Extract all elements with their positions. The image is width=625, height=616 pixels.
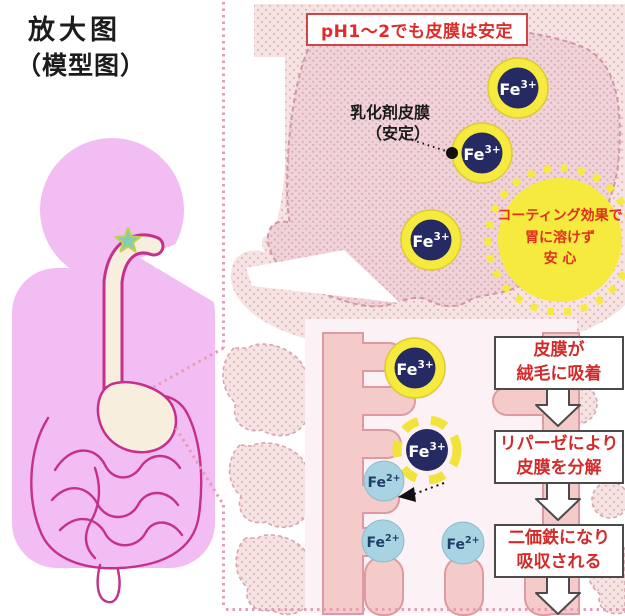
ferric-label: Fe3+ <box>396 359 433 379</box>
flow-step-adhesion: 皮膜が 絨毛に吸着 <box>494 336 624 390</box>
coating-badge <box>484 164 625 316</box>
conversion-arrow <box>398 482 445 502</box>
ferric-label: Fe3+ <box>408 441 445 461</box>
swallow-star-icon <box>114 227 142 253</box>
stomach-outflow-wedge <box>246 250 400 303</box>
ferric-ion-stomach-1: Fe3+ <box>487 57 549 119</box>
page-title: 放大图 <box>28 15 121 46</box>
ferrous-ion-1: Fe2+ <box>363 460 405 502</box>
mouth-gap <box>140 228 217 304</box>
page-subtitle: （模型图） <box>16 51 147 80</box>
ferrous-label: Fe2+ <box>446 535 479 553</box>
flow-step-lipase: リパーゼにより 皮膜を分解 <box>494 430 624 484</box>
film-label-line2: （安定） <box>365 124 430 143</box>
flow-step-line: リパーゼにより <box>499 434 619 455</box>
flow-step-absorption: 二価鉄になり 吸収される <box>494 524 624 578</box>
ferric-ion-coated-panel: Fe3+ <box>384 337 446 399</box>
badge-line2: 胃に溶けず <box>525 229 595 246</box>
ferric-ion-stomach-3: Fe3+ <box>400 209 462 271</box>
flow-step-line: 二価鉄になり <box>508 528 610 549</box>
ferric-label: Fe3+ <box>499 79 536 99</box>
intestine-loops <box>222 343 319 616</box>
flow-step-line: 絨毛に吸着 <box>516 364 602 384</box>
leader-dot <box>446 147 458 159</box>
ferrous-ion-3: Fe2+ <box>441 521 485 565</box>
flow-step-line: 吸収される <box>516 552 602 572</box>
body-esophagus <box>105 236 162 400</box>
ferrous-label: Fe2+ <box>367 473 400 491</box>
body-intestines <box>30 394 203 604</box>
ferrous-ion-2: Fe2+ <box>361 519 405 563</box>
film-label-line1: 乳化剤皮膜 <box>349 103 430 122</box>
ferric-ion-stomach-2: Fe3+ <box>451 122 513 184</box>
ferric-label: Fe3+ <box>463 144 500 164</box>
broken-coating-ring <box>392 415 462 485</box>
badge-line3: 安 心 <box>543 251 577 268</box>
film-label: 乳化剤皮膜 （安定） <box>328 102 430 144</box>
ferrous-label: Fe2+ <box>366 533 399 551</box>
ferric-label: Fe3+ <box>412 231 449 251</box>
badge-line1: コーティング効果で <box>497 208 623 224</box>
flow-step-line: 皮膜が <box>533 340 585 361</box>
coating-badge-text: コーティング効果で 胃に溶けず 安 心 <box>494 206 625 271</box>
ph-stability-banner: pH1〜2でも皮膜は安定 <box>306 13 528 46</box>
body-stomach <box>96 380 178 454</box>
ferric-ion-breaking-panel: Fe3+ <box>392 415 462 485</box>
body-silhouette <box>12 138 217 604</box>
flow-step-line: 皮膜を分解 <box>516 458 602 478</box>
film-label-leader <box>411 139 458 159</box>
